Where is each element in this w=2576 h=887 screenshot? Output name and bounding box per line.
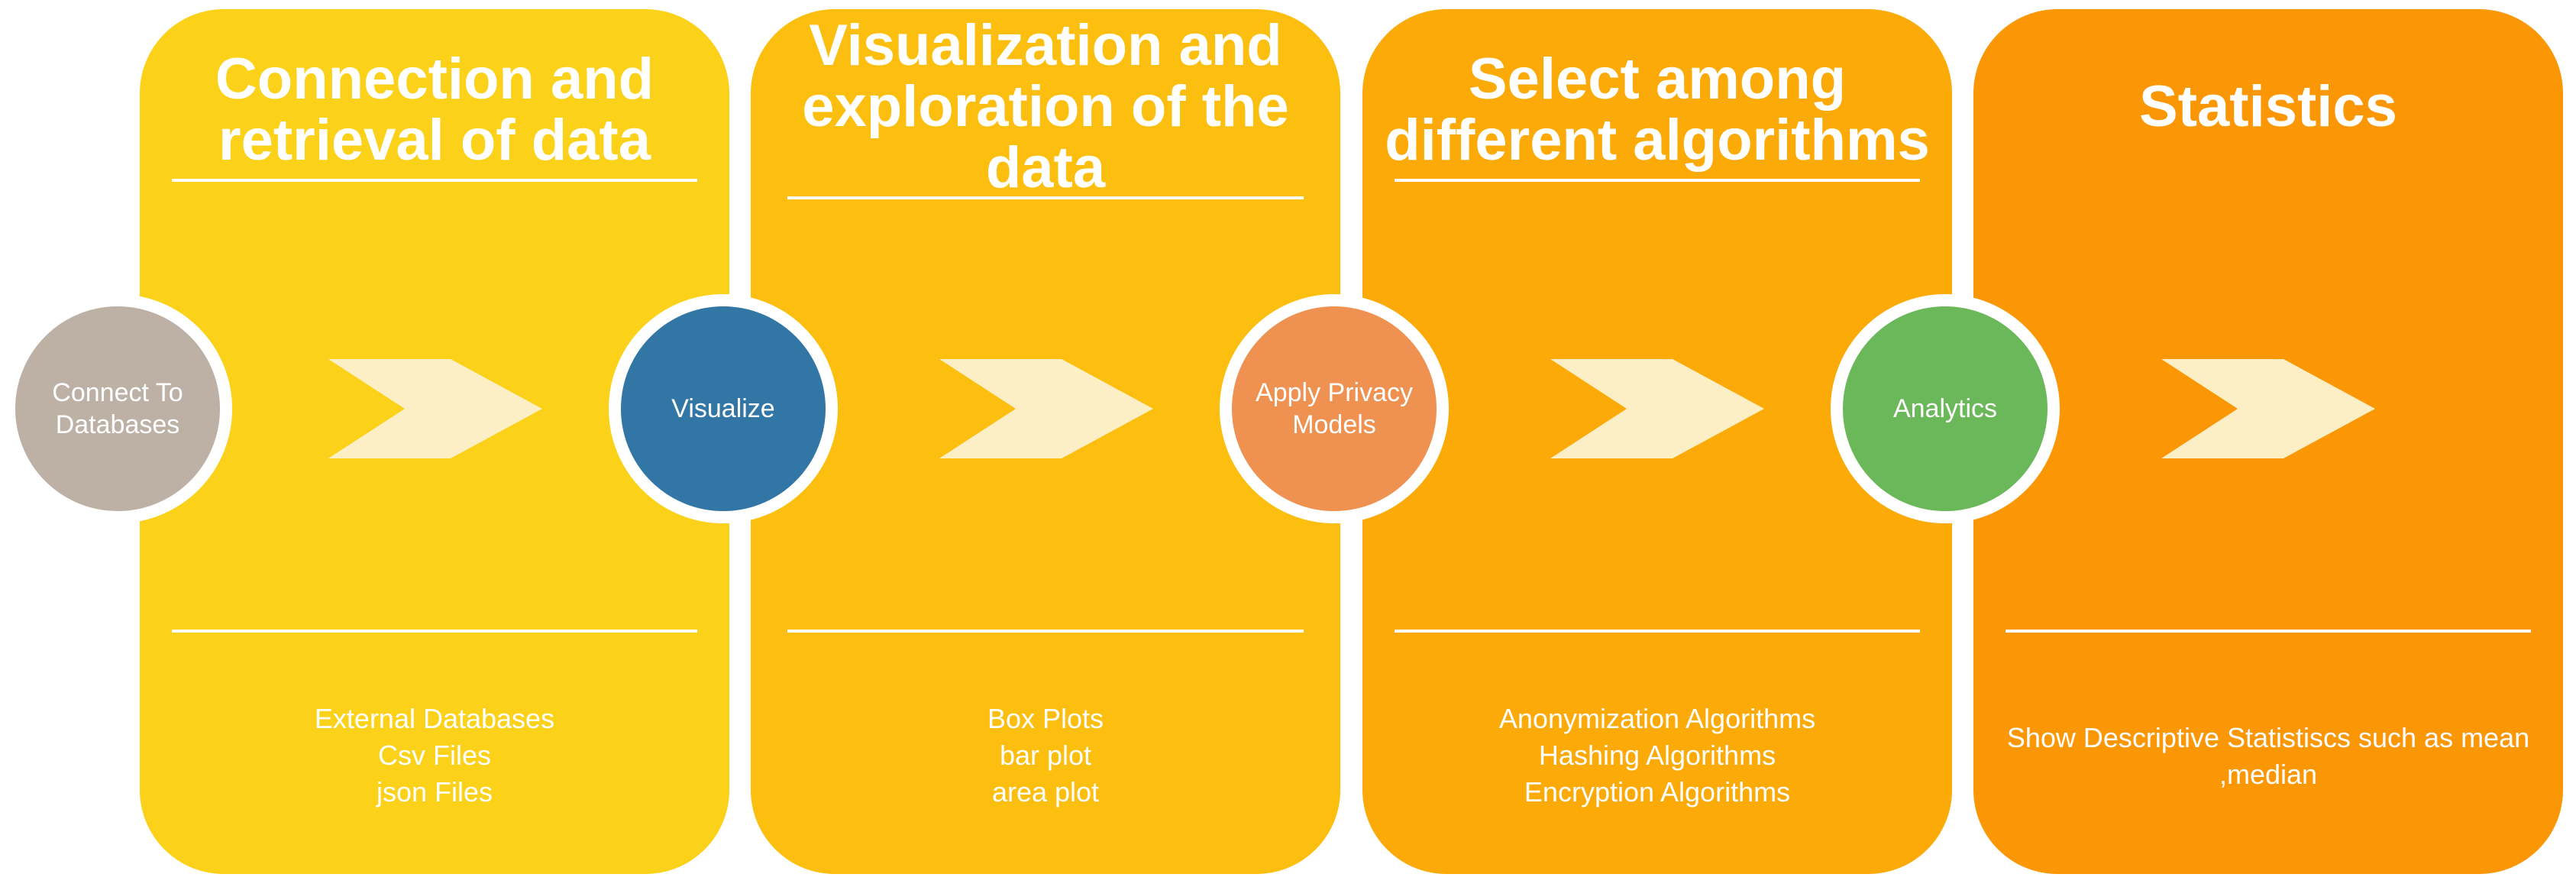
stage-item: Csv Files xyxy=(377,740,491,771)
node-label: Analytics xyxy=(1892,394,1998,423)
node-label: Visualize xyxy=(671,394,775,423)
node-apply-privacy-models: Apply Privacy Models xyxy=(1220,294,1449,523)
stage-item: area plot xyxy=(991,776,1100,808)
stage-items-list: Show Descriptive Statistiscs such as mea… xyxy=(1973,720,2563,793)
stage-item: External Databases xyxy=(314,703,555,734)
stage-items-list: External Databases Csv Files json Files xyxy=(140,701,729,811)
stage-item: Anonymization Algorithms xyxy=(1498,703,1816,734)
stage-items-divider xyxy=(1395,630,1920,633)
stage-title-divider xyxy=(787,196,1304,199)
stage-item: Show Descriptive Statistiscs such as mea… xyxy=(2006,722,2530,753)
stage-title: Statistics xyxy=(2139,74,2397,139)
node-connect-to-databases: Connect To Databases xyxy=(3,294,232,523)
stage-title-divider xyxy=(172,179,697,182)
node-analytics: Analytics xyxy=(1831,294,2060,523)
stage-title: Select among different algorithms xyxy=(1385,47,1930,173)
chevron-arrow-icon xyxy=(1550,359,1764,458)
stage-items-divider xyxy=(2006,630,2531,633)
stage-item: bar plot xyxy=(999,740,1092,771)
stage-item: Hashing Algorithms xyxy=(1538,740,1776,771)
stage-item: json Files xyxy=(376,776,493,808)
node-label: Apply Privacy Models xyxy=(1256,378,1413,439)
stage-items-list: Anonymization Algorithms Hashing Algorit… xyxy=(1362,701,1952,811)
stage-title-divider xyxy=(1395,179,1920,182)
chevron-arrow-shape xyxy=(1550,359,1764,458)
chevron-arrow-shape xyxy=(328,359,542,458)
node-visualize: Visualize xyxy=(609,294,838,523)
stage-items-list: Box Plots bar plot area plot xyxy=(751,701,1340,811)
stage-item: ,median xyxy=(2219,759,2318,790)
node-label: Connect To Databases xyxy=(52,378,183,439)
chevron-arrow-icon xyxy=(328,359,542,458)
stage-title: Visualization and exploration of the dat… xyxy=(802,13,1289,200)
chevron-arrow-shape xyxy=(939,359,1153,458)
chevron-arrow-icon xyxy=(2161,359,2375,458)
stage-item: Box Plots xyxy=(987,703,1104,734)
stage-items-divider xyxy=(172,630,697,633)
chevron-arrow-icon xyxy=(939,359,1153,458)
stage-items-divider xyxy=(787,630,1304,633)
chevron-arrow-shape xyxy=(2161,359,2375,458)
stage-title: Connection and retrieval of data xyxy=(215,47,655,173)
stage-item: Encryption Algorithms xyxy=(1524,776,1791,808)
